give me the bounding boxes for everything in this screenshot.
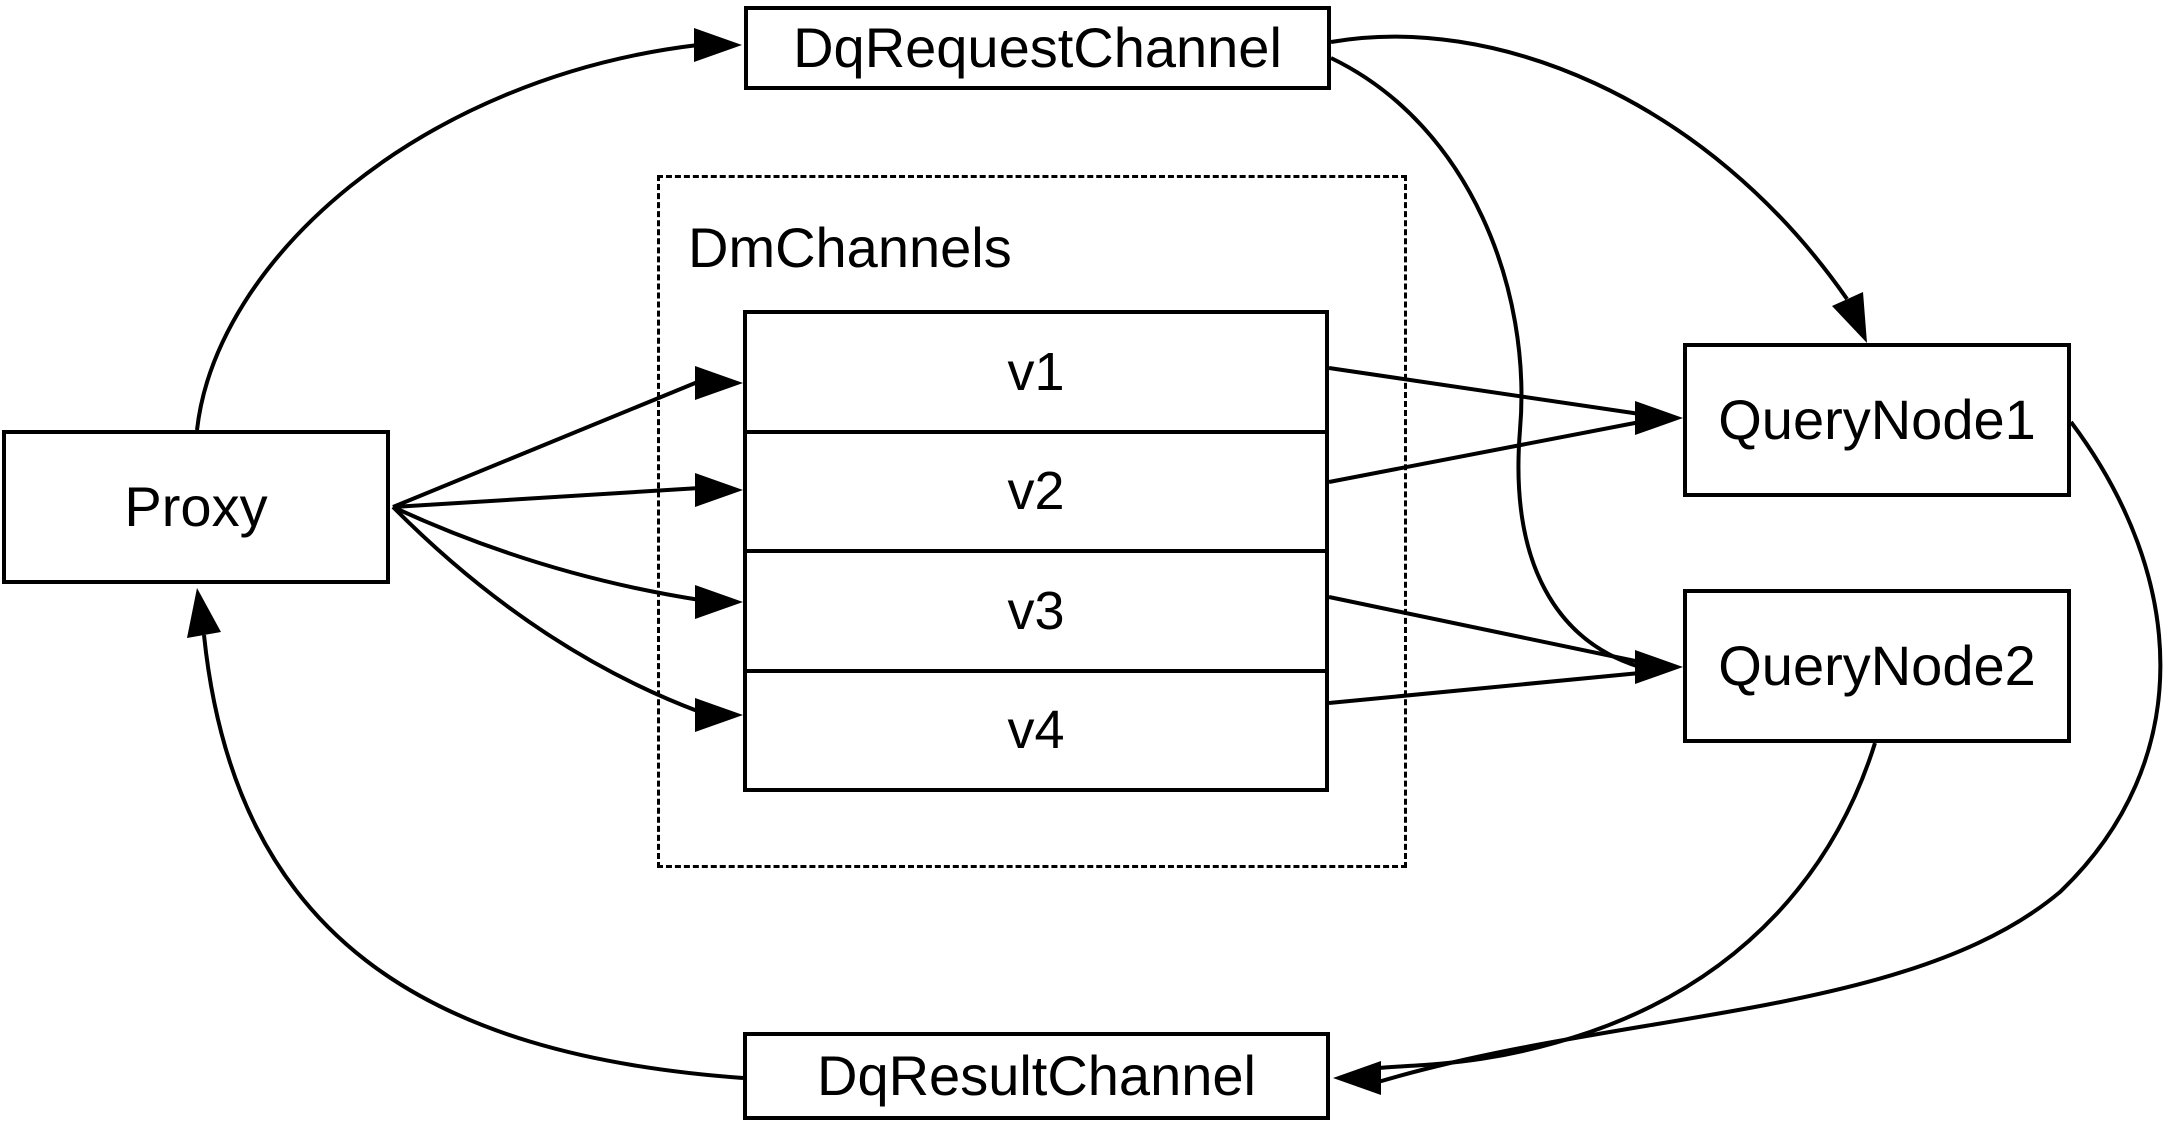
edge-proxy-to-v3: [392, 505, 701, 602]
node-dqrequestchannel: DqRequestChannel: [744, 6, 1331, 90]
node-v1: v1: [747, 314, 1325, 430]
arrowhead-into-querynode1-top: [1832, 292, 1867, 343]
edge-v1-to-querynode1: [1328, 366, 1641, 416]
group-dmchannels-label: DmChannels: [688, 216, 1012, 279]
node-dqresultchannel-label: DqResultChannel: [817, 1044, 1256, 1107]
arrowhead-into-proxy-bottom: [187, 588, 221, 638]
arrowhead-into-v2: [695, 473, 743, 507]
node-v1-label: v1: [1007, 341, 1065, 402]
arrowhead-into-v4: [695, 698, 743, 732]
node-v4-label: v4: [1007, 700, 1065, 761]
node-querynode2-label: QueryNode2: [1718, 634, 2036, 697]
group-dmchannels: DmChannels: [657, 175, 1407, 868]
dmchannels-stack: v1 v2 v3 v4: [743, 310, 1329, 792]
edge-proxy-to-v4: [391, 505, 701, 714]
node-querynode2: QueryNode2: [1683, 589, 2071, 743]
arrowhead-into-v1: [695, 366, 743, 400]
node-v3: v3: [747, 549, 1325, 669]
edge-querynode1-to-dqresultchannel: [1377, 420, 2163, 1084]
arrowhead-into-querynode1-left: [1635, 401, 1683, 435]
node-dqrequestchannel-label: DqRequestChannel: [793, 16, 1282, 79]
edge-proxy-to-v1: [392, 379, 701, 509]
node-v3-label: v3: [1007, 580, 1065, 641]
edge-dqrequestchannel-to-querynode2: [1330, 56, 1641, 669]
node-querynode1-label: QueryNode1: [1718, 388, 2036, 451]
node-v2: v2: [747, 429, 1325, 550]
node-v4: v4: [747, 668, 1325, 789]
edge-proxy-to-v2: [392, 486, 701, 509]
edge-dqrequestchannel-to-querynode1: [1330, 34, 1849, 301]
edge-v3-to-querynode2: [1328, 595, 1641, 664]
arrowhead-into-querynode2-left: [1635, 650, 1683, 684]
edge-v2-to-querynode1: [1328, 420, 1641, 484]
edge-dqresultchannel-to-proxy: [202, 634, 744, 1080]
node-dqresultchannel: DqResultChannel: [743, 1032, 1330, 1120]
node-v2-label: v2: [1007, 461, 1065, 522]
edge-proxy-to-dqrequestchannel: [195, 43, 699, 431]
node-proxy-label: Proxy: [124, 475, 268, 538]
edge-querynode2-to-dqresultchannel: [1377, 742, 1877, 1070]
arrowhead-into-dqrequestchannel: [694, 28, 742, 62]
node-querynode1: QueryNode1: [1683, 343, 2071, 497]
edge-v4-to-querynode2: [1328, 671, 1641, 705]
arrowhead-into-dqresultchannel: [1333, 1061, 1381, 1095]
arrowhead-into-v3: [695, 585, 743, 619]
node-proxy: Proxy: [2, 430, 390, 584]
